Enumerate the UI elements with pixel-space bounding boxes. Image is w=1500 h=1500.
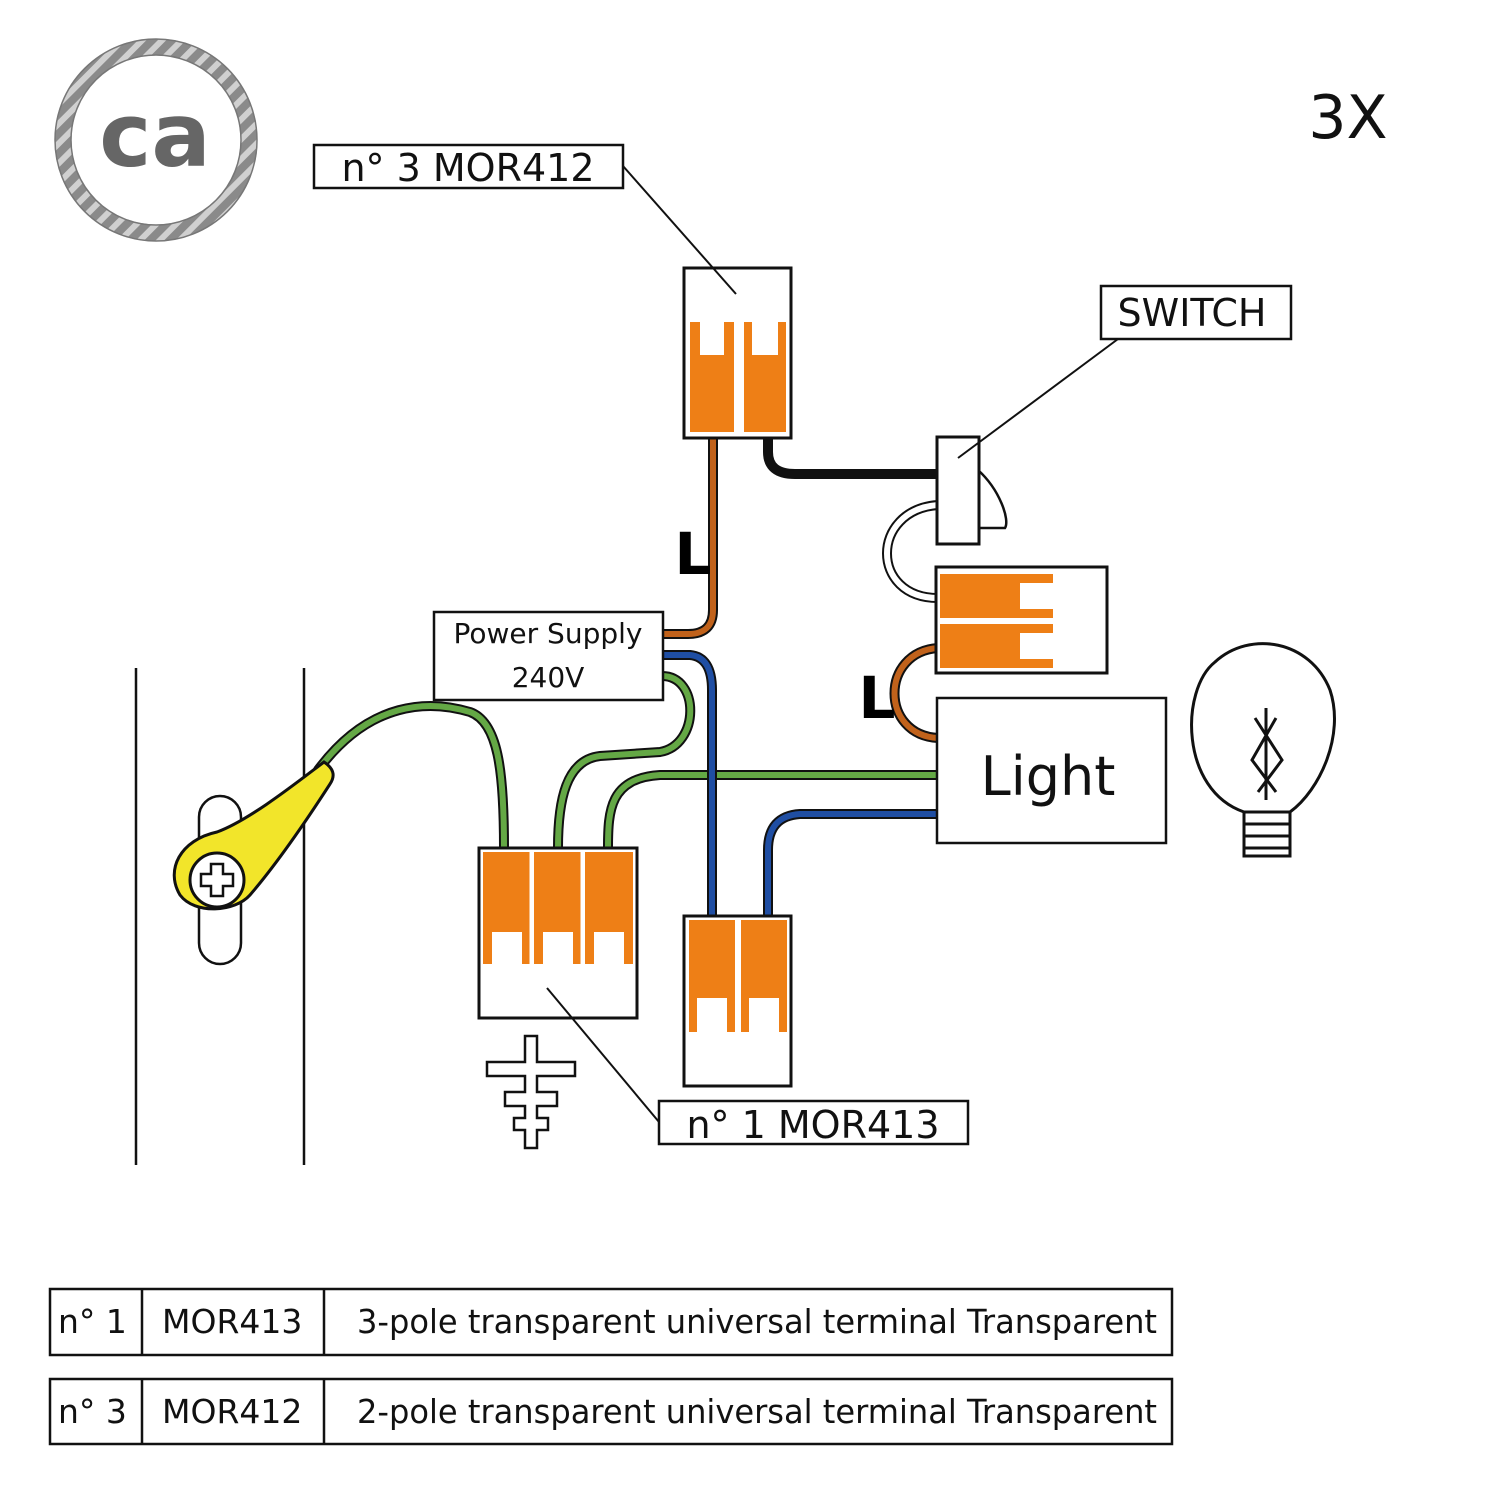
live-wire-supply bbox=[659, 435, 716, 637]
rope-ring-logo bbox=[54, 38, 258, 242]
logo: ca bbox=[54, 38, 258, 242]
table-cell-qty: n° 3 bbox=[58, 1392, 127, 1431]
light-bulb-icon bbox=[1190, 642, 1336, 858]
table-row: n° 3 MOR412 2-pole transparent universal… bbox=[48, 1377, 1174, 1446]
table-cell-description: 3-pole transparent universal terminal Tr… bbox=[357, 1302, 1157, 1341]
ground-symbol-icon bbox=[485, 1034, 577, 1150]
quantity-label: 3X bbox=[1308, 83, 1387, 153]
callout-connector-bottom-text: n° 1 MOR413 bbox=[686, 1103, 939, 1147]
earth-wire-lug bbox=[315, 703, 507, 851]
neutral-wire-supply bbox=[659, 652, 715, 919]
light-box: Light bbox=[935, 696, 1168, 845]
live-label-bottom: L bbox=[859, 664, 896, 732]
power-supply-box: Power Supply 240V bbox=[432, 610, 665, 702]
live-label-top: L bbox=[675, 520, 712, 588]
connector-top-mor412 bbox=[682, 266, 793, 440]
logo-text: ca bbox=[99, 84, 211, 187]
callout-connector-top: n° 3 MOR412 bbox=[312, 143, 737, 295]
table-cell-code: MOR413 bbox=[162, 1302, 302, 1341]
callout-switch-text: SWITCH bbox=[1118, 291, 1267, 335]
parts-table: n° 1 MOR413 3-pole transparent universal… bbox=[48, 1287, 1174, 1446]
neutral-wire-light bbox=[765, 811, 939, 919]
earth-screw-lug-icon bbox=[172, 760, 335, 966]
earth-wire-light bbox=[605, 772, 939, 851]
table-cell-code: MOR412 bbox=[162, 1392, 302, 1431]
switch-return-wire bbox=[884, 502, 941, 601]
power-supply-label: Power Supply bbox=[454, 617, 643, 650]
wires bbox=[313, 433, 943, 921]
connector-switch-light bbox=[934, 565, 1109, 675]
callout-switch: SWITCH bbox=[957, 284, 1293, 459]
live-wire-light bbox=[891, 645, 941, 741]
connector-neutral-mor412 bbox=[682, 914, 793, 1088]
light-label: Light bbox=[981, 745, 1116, 808]
switch-component bbox=[935, 435, 1008, 546]
table-cell-description: 2-pole transparent universal terminal Tr… bbox=[357, 1392, 1157, 1431]
earth-wire-supply bbox=[555, 673, 694, 851]
callout-connector-bottom: n° 1 MOR413 bbox=[546, 987, 970, 1147]
table-cell-qty: n° 1 bbox=[58, 1302, 127, 1341]
connector-bottom-mor413 bbox=[477, 846, 639, 1020]
switch-wire bbox=[765, 435, 941, 477]
table-row: n° 1 MOR413 3-pole transparent universal… bbox=[48, 1287, 1174, 1357]
power-supply-voltage: 240V bbox=[512, 661, 585, 694]
callout-connector-top-text: n° 3 MOR412 bbox=[341, 146, 594, 190]
